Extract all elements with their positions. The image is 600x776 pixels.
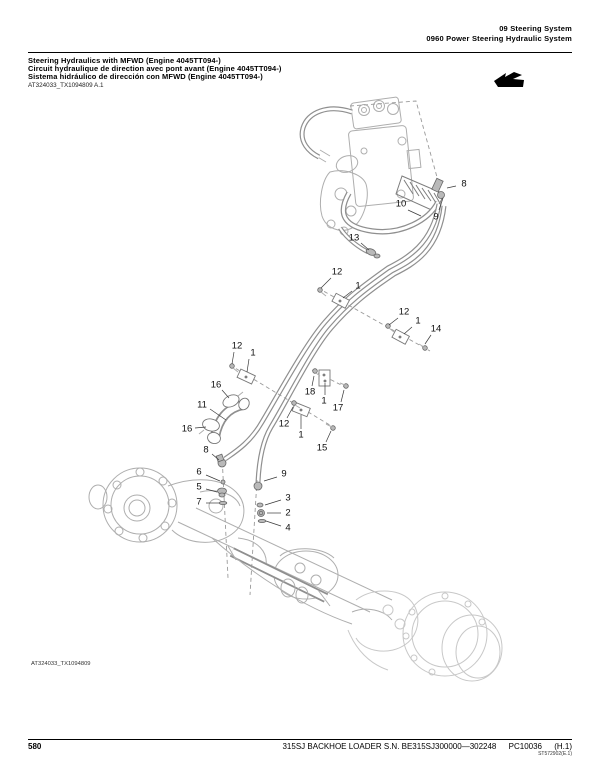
callout-label-1: 1 — [355, 281, 360, 292]
footer-revision: (H.1) — [554, 742, 572, 751]
callout-label-14: 14 — [431, 324, 442, 335]
callout-leader-19 — [325, 430, 332, 443]
callout-leader-20 — [211, 453, 220, 461]
footer-part-code: PC10036 — [508, 742, 542, 751]
callout-label-12: 12 — [399, 307, 410, 318]
callout-label-7: 7 — [196, 497, 201, 508]
callout-leader-27 — [265, 520, 282, 527]
callout-leader-17 — [286, 406, 294, 419]
callout-leader-8 — [424, 334, 432, 345]
callout-leader-2 — [438, 197, 444, 211]
header-section-titles: 09 Steering System 0960 Power Steering H… — [426, 24, 572, 44]
callout-label-12: 12 — [232, 341, 243, 352]
footer-print-code: ST572902(E.1) — [538, 751, 572, 757]
continuation-arrow-icon[interactable] — [492, 70, 526, 90]
callout-label-3: 3 — [285, 493, 290, 504]
callout-label-15: 15 — [317, 443, 328, 454]
callout-label-11: 11 — [197, 400, 207, 411]
callout-leader-22 — [205, 488, 218, 493]
footer-model-line: 315SJ BACKHOE LOADER S.N. BE315SJ300000—… — [282, 742, 497, 751]
callout-label-9: 9 — [281, 469, 286, 480]
fasteners-art — [215, 177, 445, 524]
callout-label-18: 18 — [305, 387, 316, 398]
callout-label-1: 1 — [321, 396, 326, 407]
callout-leader-4 — [320, 277, 332, 289]
callout-leader-12 — [209, 408, 227, 421]
hose-art — [198, 191, 447, 483]
callout-label-4: 4 — [285, 523, 290, 534]
callout-leader-7 — [403, 326, 413, 335]
callout-leader-6 — [388, 317, 399, 326]
footer-rule — [28, 739, 572, 740]
callout-leader-21 — [205, 474, 221, 482]
callout-leader-13 — [194, 426, 207, 429]
callout-label-8: 8 — [203, 445, 208, 456]
figure-title-es: Sistema hidráulico de dirección con MFWD… — [28, 72, 263, 81]
figure-reference: AT324033_TX1094809 A.1 — [28, 82, 104, 89]
front-axle-art — [88, 467, 503, 682]
figure-titles: Steering Hydraulics with MFWD (Engine 40… — [28, 57, 282, 81]
callout-label-10: 10 — [396, 199, 407, 210]
callout-layer: 8109131211211412116111618117121158657932… — [182, 179, 467, 534]
figure-title-fr: Circuit hydraulique de direction avec po… — [28, 64, 282, 73]
callout-label-13: 13 — [349, 233, 360, 244]
header-rule — [28, 52, 572, 53]
diagram-image-reference: AT324033_TX1094809 — [31, 661, 91, 667]
callout-leader-5 — [342, 290, 353, 299]
callout-label-12: 12 — [279, 419, 290, 430]
callout-label-17: 17 — [333, 403, 344, 414]
steering-valve-art — [299, 96, 445, 236]
callout-leader-1 — [407, 209, 422, 217]
callout-leader-3 — [360, 242, 370, 251]
page-number: 580 — [28, 742, 42, 751]
header-section-line2: 0960 Power Steering Hydraulic System — [426, 34, 572, 43]
header-section-line1: 09 Steering System — [499, 24, 572, 33]
callout-label-1: 1 — [298, 430, 303, 441]
callout-label-1: 1 — [250, 348, 255, 359]
callout-label-8: 8 — [461, 179, 466, 190]
callout-label-16: 16 — [211, 380, 222, 391]
callout-leader-14 — [311, 375, 315, 387]
callout-leader-24 — [263, 476, 278, 482]
callout-label-9: 9 — [433, 212, 438, 223]
callout-leader-16 — [340, 389, 345, 403]
figure-title-en: Steering Hydraulics with MFWD (Engine 40… — [28, 56, 221, 65]
callout-label-2: 2 — [285, 508, 290, 519]
callout-label-12: 12 — [332, 267, 343, 278]
callout-label-1: 1 — [415, 316, 420, 327]
footer-doc-line: 315SJ BACKHOE LOADER S.N. BE315SJ300000—… — [282, 742, 572, 751]
callout-leader-10 — [246, 358, 250, 373]
callout-label-6: 6 — [196, 467, 201, 478]
callout-leader-9 — [231, 351, 235, 365]
callout-leader-11 — [221, 389, 230, 399]
callout-label-5: 5 — [196, 482, 201, 493]
callout-label-16: 16 — [182, 424, 193, 435]
callout-leader-25 — [264, 499, 282, 506]
callout-leader-0 — [446, 185, 457, 189]
